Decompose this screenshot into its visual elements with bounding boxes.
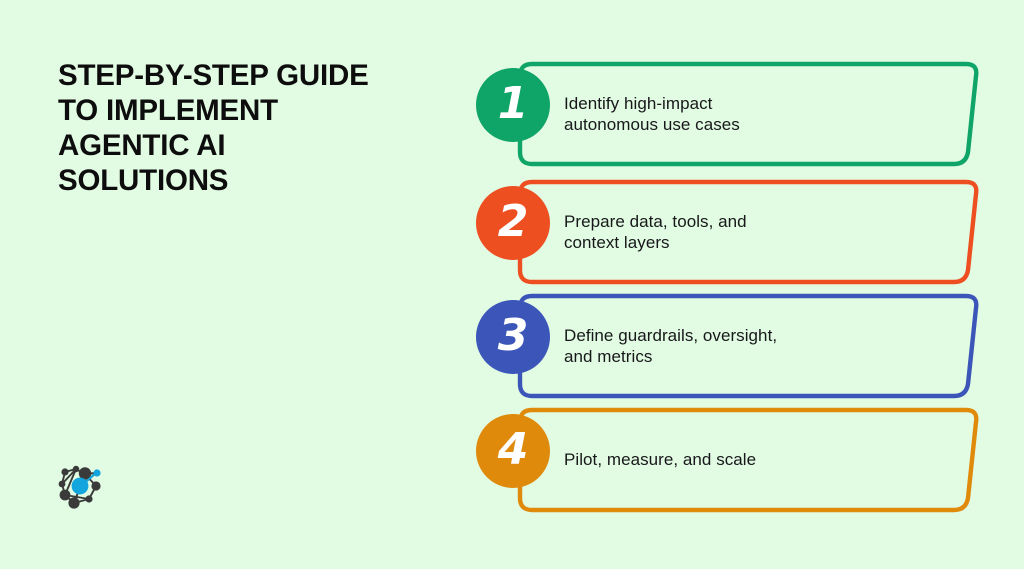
step-item[interactable]: 3 Define guardrails, oversight, and metr… (472, 284, 982, 408)
step-number: 3 (497, 310, 529, 361)
step-number: 2 (497, 196, 529, 247)
step-number: 4 (497, 424, 529, 475)
step-description: Prepare data, tools, and context layers (564, 211, 747, 253)
step-number-badge: 3 (476, 300, 550, 374)
step-number: 1 (497, 78, 529, 129)
step-number-badge: 2 (476, 186, 550, 260)
page-title: Step-by-Step Guide to Implement Agentic … (58, 59, 369, 197)
step-description: Identify high-impact autonomous use case… (564, 93, 740, 135)
step-item[interactable]: 4 Pilot, measure, and scale (472, 398, 982, 522)
step-description: Define guardrails, oversight, and metric… (564, 325, 778, 367)
step-item[interactable]: 2 Prepare data, tools, and context layer… (472, 170, 982, 294)
step-description: Pilot, measure, and scale (564, 450, 757, 470)
step-number-badge: 4 (476, 414, 550, 488)
step-number-badge: 1 (476, 68, 550, 142)
step-item[interactable]: 1 Identify high-impact autonomous use ca… (472, 52, 982, 176)
network-nodes-logo (52, 458, 110, 516)
